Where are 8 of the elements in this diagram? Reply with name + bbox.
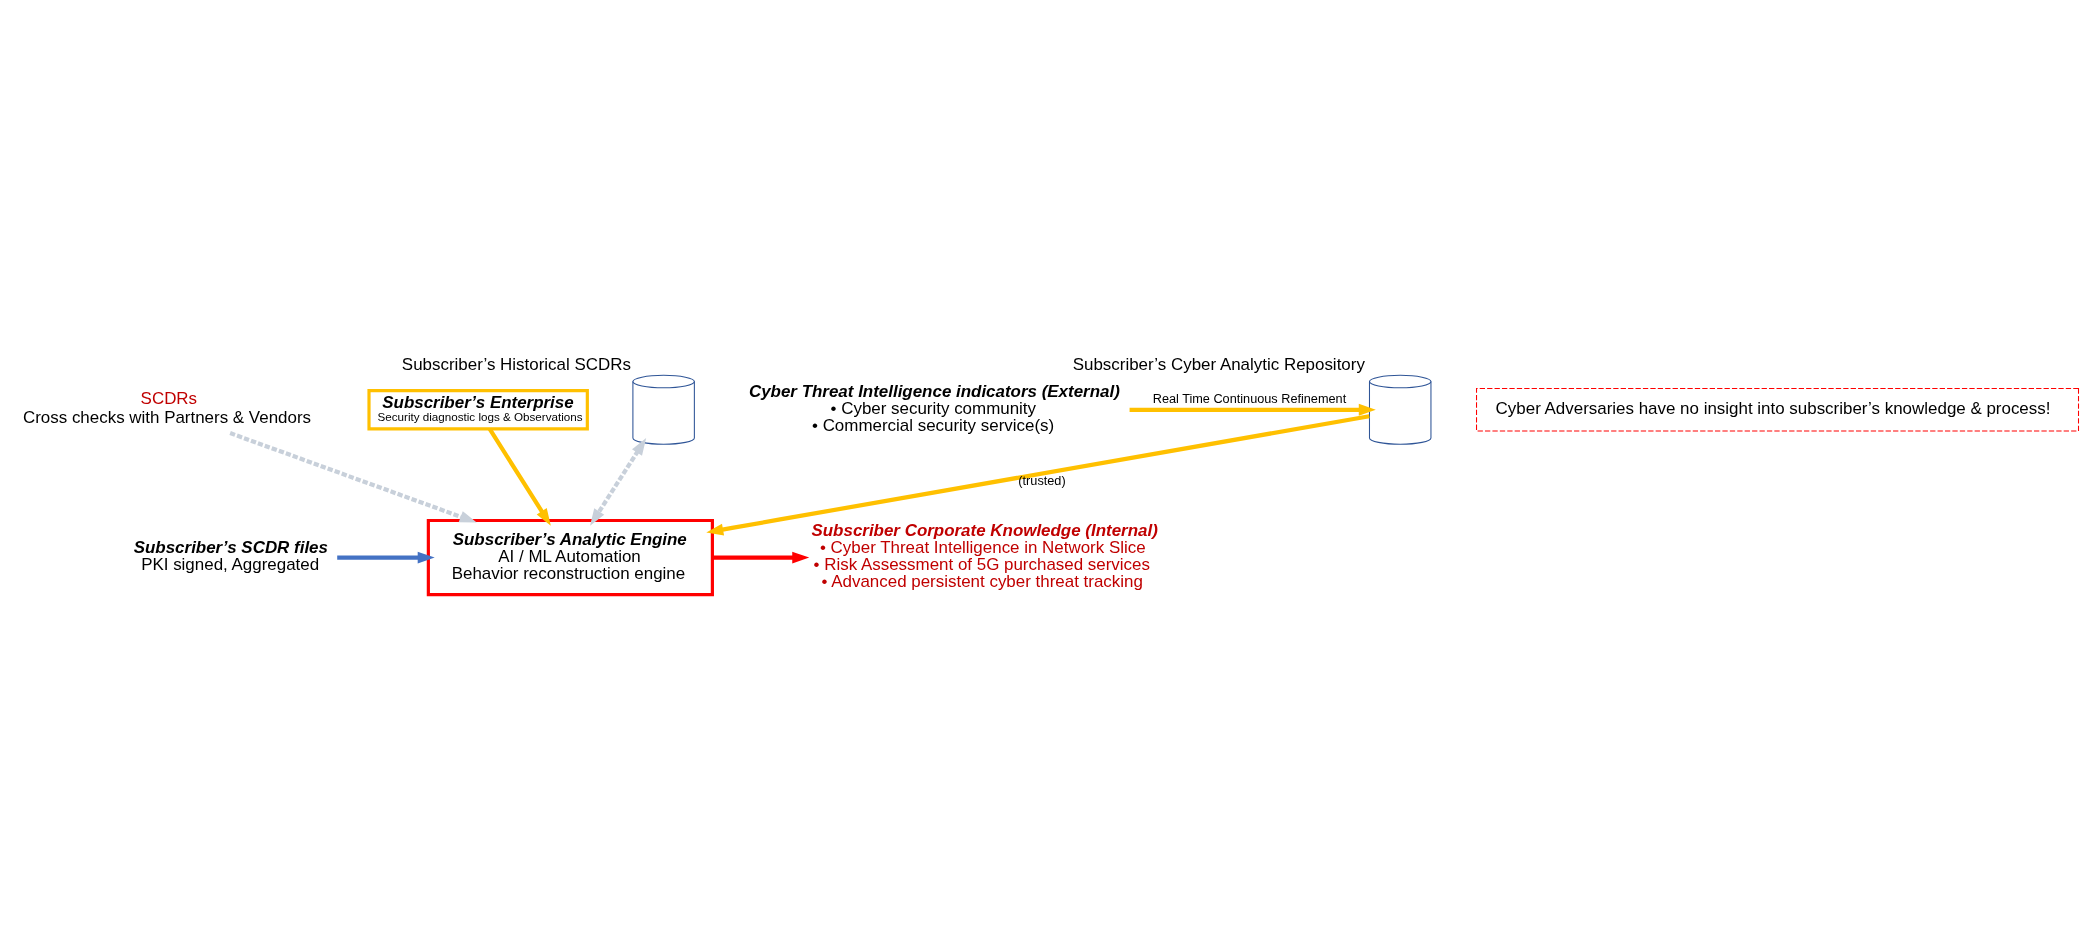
node-label: Subscriber’s Cyber Analytic Repository: [1072, 354, 1365, 374]
node-text: SCDRs Cross checks with Partners & Vendors: [22, 388, 312, 427]
edge-label: Real Time Continuous Refinement: [1152, 390, 1347, 406]
node-label: Subscriber’s Historical SCDRs: [401, 354, 631, 374]
node-text: Cyber Threat Intelligence indicators (External) • Cyber security community • Commercial security service(s): [748, 381, 1120, 435]
node-text: Subscriber Corporate Knowledge (Internal) • Cyber Threat Intelligence in Network Slice • Risk Assessment of 5G purchased services • Advanced persistent cyber threat tracking: [811, 520, 1158, 591]
edge-label: (trusted): [1018, 472, 1066, 488]
node-text: Subscriber’s SCDR files PKI signed, Aggregated: [133, 537, 328, 574]
